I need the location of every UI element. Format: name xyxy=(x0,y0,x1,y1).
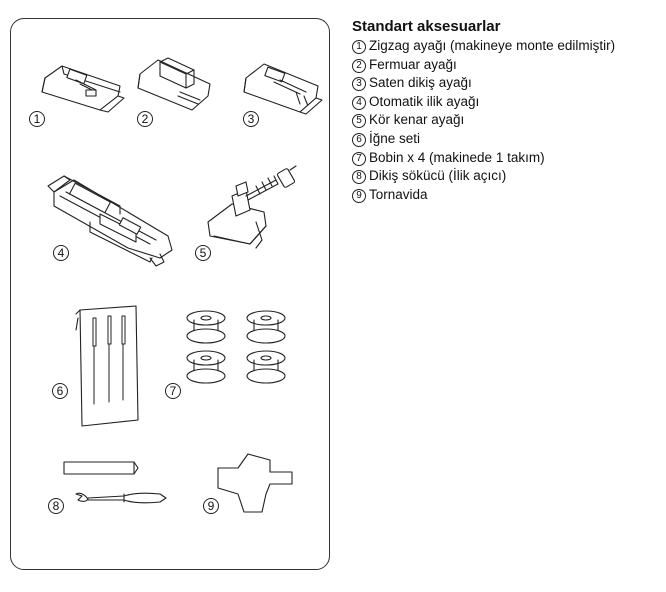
item-number: 4 xyxy=(352,95,366,110)
zipper-foot-drawing xyxy=(137,57,211,111)
section-heading: Standart aksesuarlar xyxy=(352,18,501,35)
accessory-illustration-panel xyxy=(10,18,330,570)
satin-foot-drawing xyxy=(243,63,323,115)
item-number: 7 xyxy=(352,151,366,166)
item-number: 2 xyxy=(352,58,366,73)
item-number: 8 xyxy=(352,170,366,185)
item-number: 1 xyxy=(352,40,366,54)
bobbins-drawing xyxy=(186,310,286,384)
label-1: 1 xyxy=(29,111,45,127)
label-5: 5 xyxy=(195,245,211,261)
item-label: Tornavida xyxy=(369,186,428,202)
item-label: Zigzag ayağı (makineye monte edilmiştir) xyxy=(369,38,616,53)
item-label: Kör kenar ayağı xyxy=(369,112,465,128)
screwdriver-drawing xyxy=(217,453,293,513)
item-label: Dikiş sökücü (İlik açıcı) xyxy=(369,168,507,184)
label-8: 8 xyxy=(48,498,64,514)
item-number: 9 xyxy=(352,188,366,203)
blind-hem-foot-drawing xyxy=(207,165,297,249)
item-label: Fermuar ayağı xyxy=(369,56,457,72)
item-label: Otomatik ilik ayağı xyxy=(369,93,480,109)
zigzag-foot-drawing xyxy=(41,65,125,113)
item-label: İğne seti xyxy=(369,130,421,146)
needle-set-drawing xyxy=(75,305,139,427)
label-3: 3 xyxy=(243,111,259,127)
item-number: 5 xyxy=(352,114,366,129)
label-2: 2 xyxy=(137,111,153,127)
buttonhole-foot-drawing xyxy=(47,175,173,267)
label-6: 6 xyxy=(52,383,68,399)
item-label: Saten dikiş ayağı xyxy=(369,75,472,91)
item-number: 6 xyxy=(352,132,366,147)
seam-ripper-drawing xyxy=(63,461,167,504)
item-number: 3 xyxy=(352,77,366,92)
item-label: Bobin x 4 (makinede 1 takım) xyxy=(369,149,545,165)
label-9: 9 xyxy=(203,498,219,514)
label-7: 7 xyxy=(165,383,181,399)
label-4: 4 xyxy=(53,245,69,261)
